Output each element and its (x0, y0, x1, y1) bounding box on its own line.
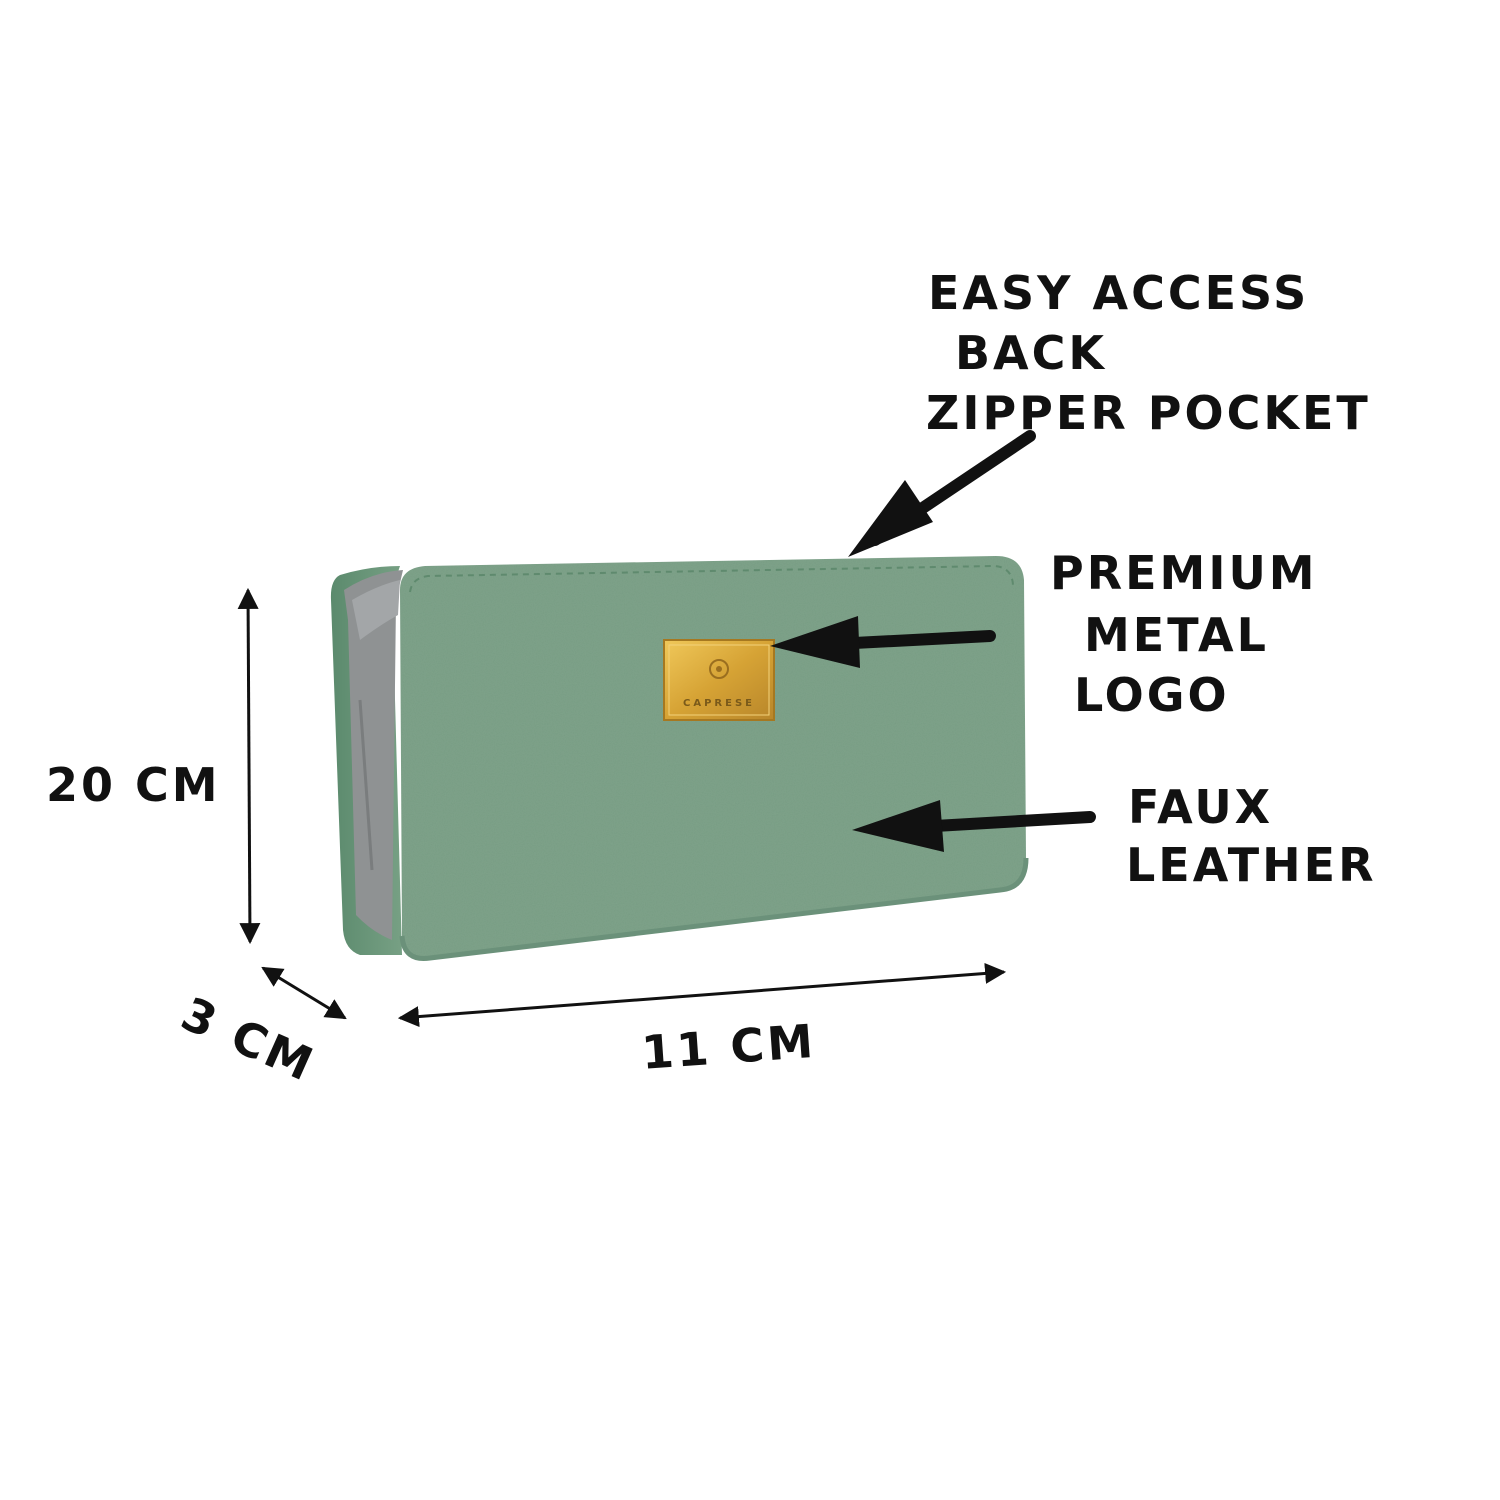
logo-callout-line-2: METAL (1084, 608, 1269, 662)
wallet-front (400, 556, 1026, 959)
zipper-callout-line-3: ZIPPER POCKET (926, 386, 1371, 440)
material-callout-line-1: FAUX (1128, 780, 1274, 834)
callout-arrows (770, 430, 1096, 852)
logo-callout-line-3: LOGO (1074, 668, 1230, 722)
depth-double-arrow-icon (261, 966, 347, 1020)
material-arrow-icon (929, 811, 1096, 832)
height-double-arrow-icon (237, 587, 261, 945)
wallet-interior (344, 570, 403, 940)
width-label: 11 CM (639, 1013, 818, 1080)
height-label: 20 CM (46, 758, 221, 812)
metal-logo-plate (663, 639, 775, 721)
zipper-callout-line-2: BACK (955, 326, 1108, 380)
logo-arrow-icon (829, 630, 996, 650)
brand-emblem-icon (709, 659, 729, 679)
logo-callout-line-1: PREMIUM (1050, 546, 1318, 600)
width-double-arrow-icon (397, 962, 1007, 1028)
zipper-callout-line-1: EASY ACCESS (928, 266, 1310, 320)
wallet (330, 556, 1029, 962)
dimension-lines (237, 587, 1007, 1028)
brand-name: CAPRESE (683, 698, 755, 709)
material-callout-line-2: LEATHER (1126, 838, 1377, 892)
